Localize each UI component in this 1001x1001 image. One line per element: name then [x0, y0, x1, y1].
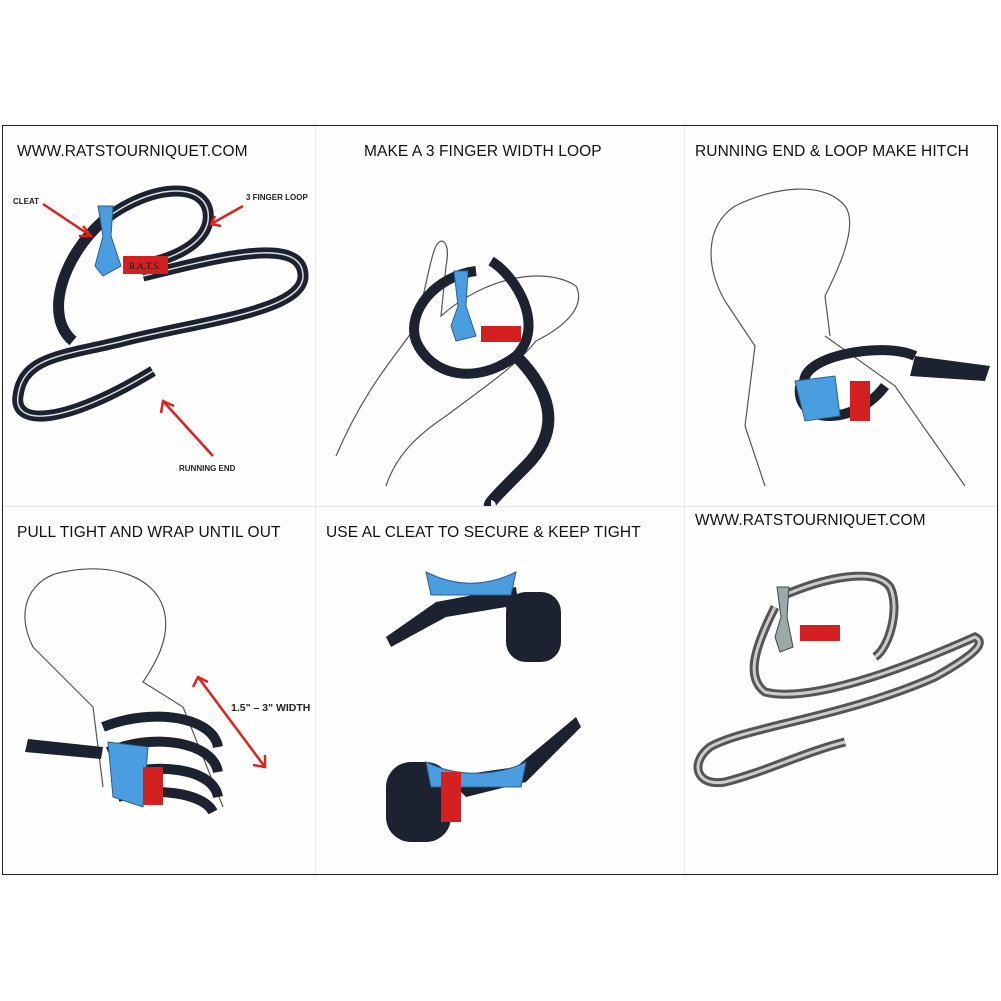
three-finger-loop-label: 3 FINGER LOOP	[246, 193, 308, 202]
svg-text:R.A.T.S.: R.A.T.S.	[129, 261, 160, 271]
panel-step-2: MAKE A 3 FINGER WIDTH LOOP	[316, 126, 684, 506]
cleat-icon	[450, 270, 477, 342]
cleat-icon	[425, 571, 517, 596]
rats-tag	[481, 326, 521, 342]
hand-loop-illustration	[335, 240, 580, 506]
cleat-icon	[107, 741, 149, 808]
panel-step-4: PULL TIGHT AND WRAP UNTIL OUT 1.5" – 3" …	[3, 507, 315, 874]
rats-tag	[850, 381, 870, 421]
cleat-icon	[774, 586, 794, 653]
panel-title: WWW.RATSTOURNIQUET.COM	[695, 512, 926, 529]
rats-tag	[441, 772, 461, 822]
panel-title: PULL TIGHT AND WRAP UNTIL OUT	[17, 524, 281, 541]
panel-step-5: USE AL CLEAT TO SECURE & KEEP TIGHT	[316, 507, 684, 874]
rats-tag	[123, 256, 168, 274]
cleat-icon	[94, 205, 122, 277]
wrist-hitch-illustration	[710, 188, 990, 487]
panel-title: WWW.RATSTOURNIQUET.COM	[17, 143, 248, 160]
running-end-label: RUNNING END	[179, 464, 236, 473]
cleat-secure-illustration	[386, 571, 581, 842]
width-label: 1.5" – 3" WIDTH	[231, 702, 311, 714]
rats-tag	[143, 767, 163, 805]
tourniquet-strap-illustration	[693, 571, 984, 788]
panel-step-3: RUNNING END & LOOP MAKE HITCH	[685, 126, 997, 506]
panel-title: RUNNING END & LOOP MAKE HITCH	[695, 143, 969, 160]
panel-title: USE AL CLEAT TO SECURE & KEEP TIGHT	[326, 524, 641, 541]
panel-title: MAKE A 3 FINGER WIDTH LOOP	[364, 143, 602, 160]
rats-tag	[800, 625, 840, 641]
cleat-icon	[794, 375, 841, 422]
panel-step-1: WWW.RATSTOURNIQUET.COM CLEAT 3 FINGER LO…	[3, 126, 315, 506]
instruction-sheet: WWW.RATSTOURNIQUET.COM CLEAT 3 FINGER LO…	[2, 125, 998, 875]
panel-step-6: WWW.RATSTOURNIQUET.COM	[685, 507, 997, 874]
tourniquet-strap-illustration: R.A.T.S.	[12, 185, 309, 457]
cleat-label: CLEAT	[13, 197, 40, 206]
wrap-illustration	[24, 568, 267, 815]
